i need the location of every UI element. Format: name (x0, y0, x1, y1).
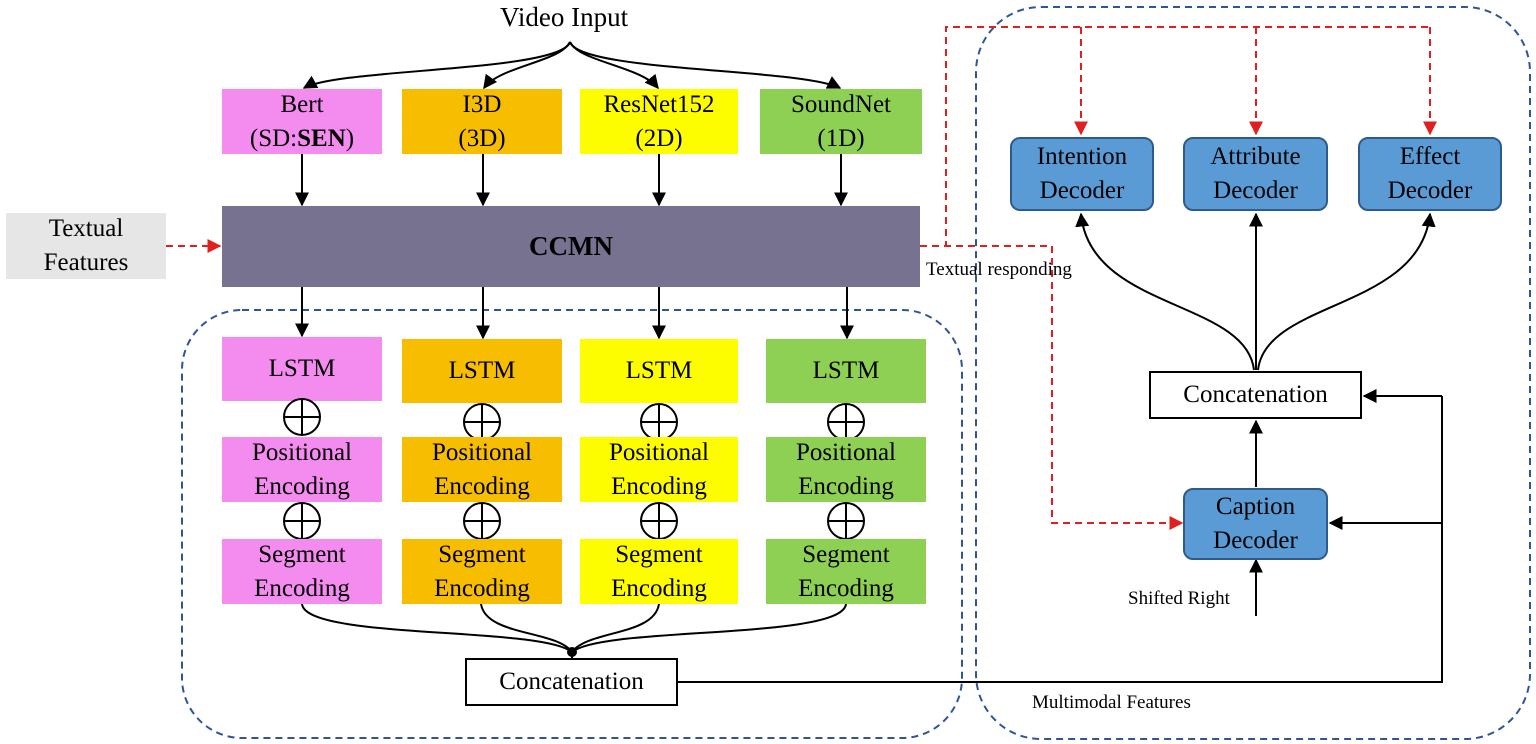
plus-icon (463, 502, 501, 540)
lstm-resnet: LSTM (580, 339, 738, 403)
lstm-bert: LSTM (222, 337, 382, 401)
textual-features-line1: Textual (48, 215, 124, 243)
lstm-i3d: LSTM (402, 339, 562, 403)
i3d-sublabel: (3D) (458, 124, 506, 152)
textual-features-line2: Features (43, 249, 129, 276)
resnet-sublabel: (2D) (635, 124, 683, 152)
multimodal-features-label: Multimodal Features (1032, 692, 1191, 713)
soundnet-label: SoundNet (791, 90, 891, 118)
ccmn-block: CCMN (222, 206, 920, 287)
textual-responding-label: Textual responding (926, 259, 1072, 280)
i3d-label: I3D (462, 90, 502, 118)
plus-icon (827, 502, 865, 540)
concatenation-decoder: Concatenation (1149, 371, 1362, 419)
resnet-extractor: ResNet152 (2D) (580, 89, 738, 154)
bert-label: Bert (280, 90, 324, 118)
ccmn-label: CCMN (529, 231, 613, 262)
soundnet-sublabel: (1D) (817, 124, 865, 152)
bert-extractor: Bert (SD:SEN) (222, 89, 382, 154)
plus-icon (827, 403, 865, 441)
video-input-label: Video Input (500, 2, 629, 32)
i3d-extractor: I3D (3D) (402, 89, 562, 154)
soundnet-extractor: SoundNet (1D) (760, 89, 922, 154)
shifted-right-label: Shifted Right (1128, 588, 1230, 609)
plus-icon (640, 502, 678, 540)
plus-icon (283, 398, 321, 436)
encoder-region (181, 309, 963, 739)
textual-features-box: Textual Features (6, 213, 166, 279)
bert-sublabel: (SD:SEN) (249, 124, 355, 152)
concatenation-encoder: Concatenation (465, 658, 678, 706)
plus-icon (283, 502, 321, 540)
resnet-label: ResNet152 (603, 90, 715, 118)
decoder-region (975, 6, 1531, 740)
lstm-soundnet: LSTM (766, 339, 926, 403)
